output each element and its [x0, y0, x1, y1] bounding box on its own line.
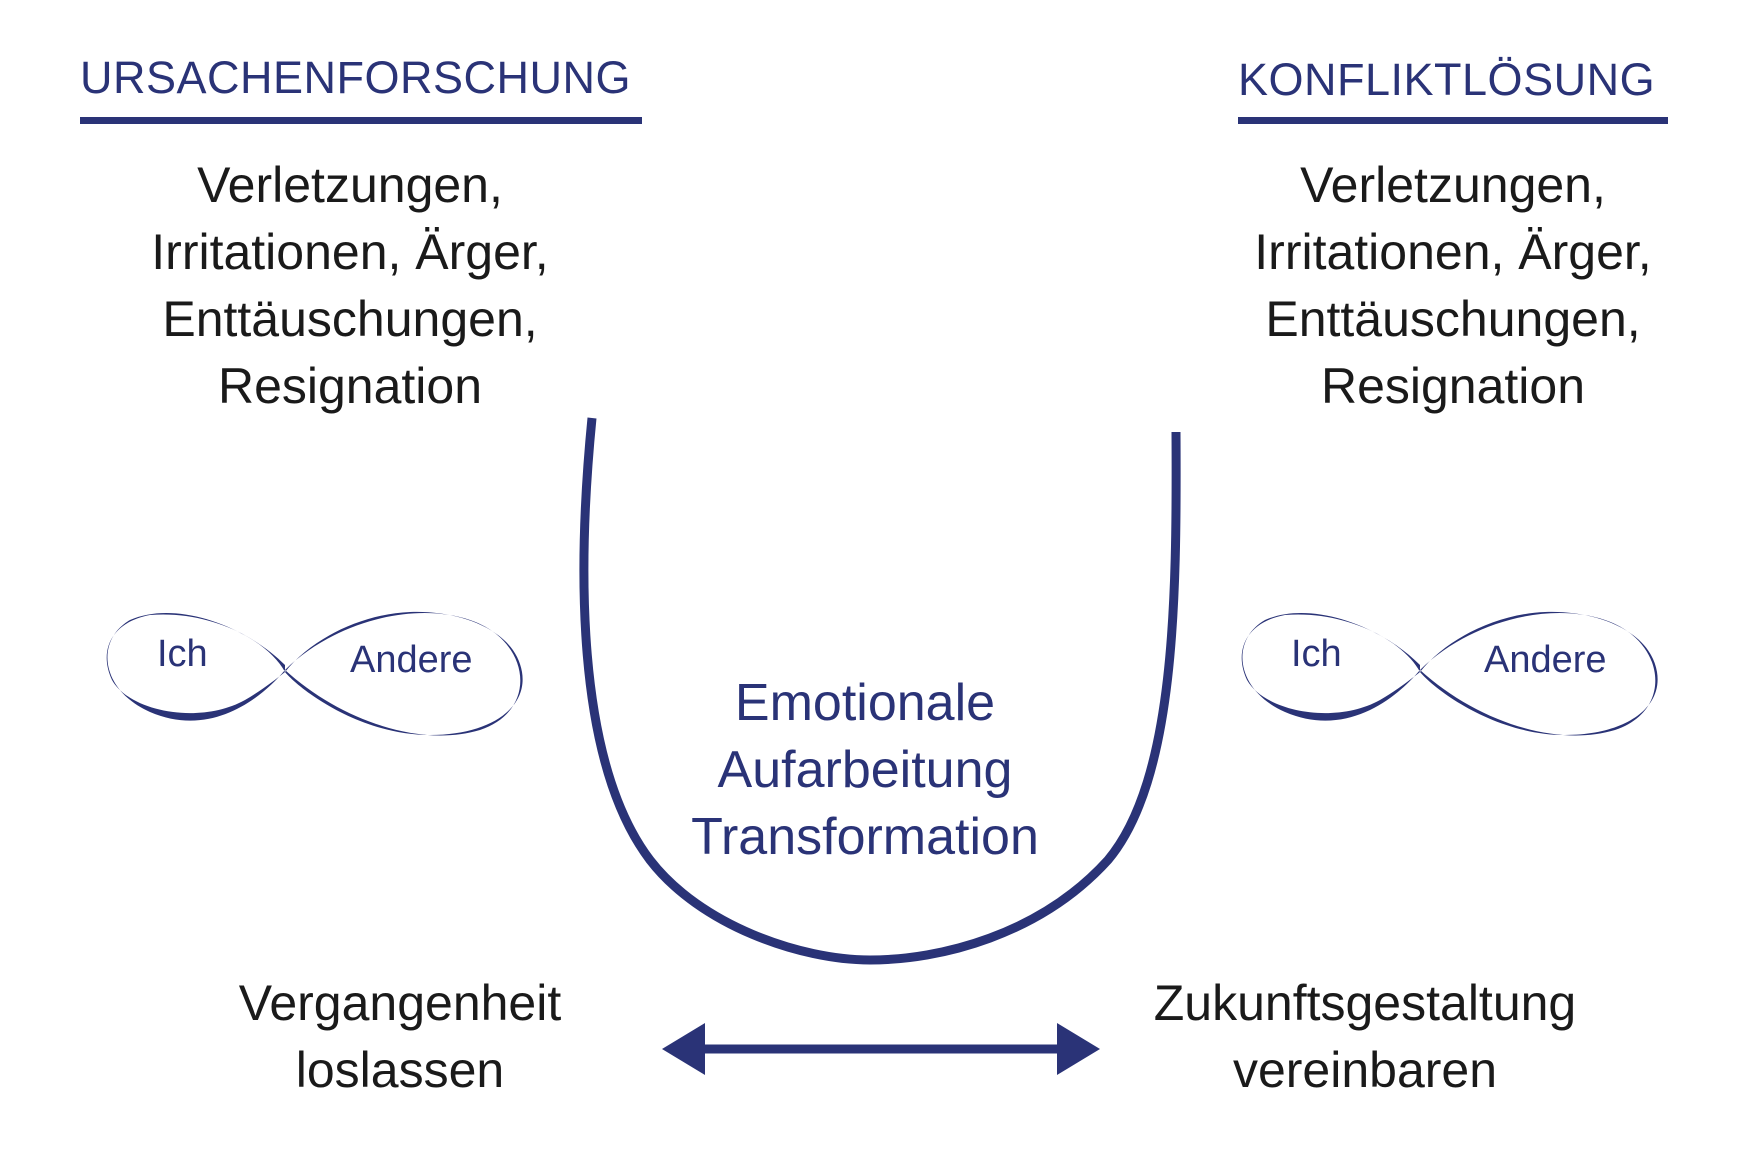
left-line-1: Verletzungen,	[197, 157, 503, 213]
left-infinity-ich-label: Ich	[157, 633, 208, 675]
left-infinity-andere-label: Andere	[350, 639, 473, 681]
right-infinity-ich-label: Ich	[1291, 633, 1342, 675]
bottom-left-line-2: loslassen	[295, 1042, 505, 1098]
bottom-right-line-1: Zukunftsgestaltung	[1153, 975, 1577, 1031]
right-infinity-andere-label: Andere	[1484, 639, 1607, 681]
left-line-4: Resignation	[217, 358, 483, 414]
bottom-left-text: Vergangenheit loslassen	[190, 970, 610, 1104]
left-heading: URSACHENFORSCHUNG	[80, 52, 632, 103]
right-line-3: Enttäuschungen,	[1265, 291, 1641, 347]
bottom-left-line-1: Vergangenheit	[238, 975, 562, 1031]
double-arrow	[662, 1023, 1100, 1075]
u-curve	[579, 417, 1181, 965]
left-line-3: Enttäuschungen,	[162, 291, 538, 347]
arrow-head-right	[1057, 1023, 1100, 1075]
center-transformation-text: Emotionale Aufarbeitung Transformation	[630, 670, 1100, 871]
right-line-2: Irritationen, Ärger,	[1254, 224, 1652, 280]
left-heading-rule	[80, 117, 642, 124]
right-line-4: Resignation	[1320, 358, 1586, 414]
right-feelings-list: Verletzungen, Irritationen, Ärger, Enttä…	[1213, 152, 1693, 420]
left-line-2: Irritationen, Ärger,	[151, 224, 549, 280]
arrow-head-left	[662, 1023, 705, 1075]
right-heading-rule	[1238, 117, 1668, 124]
left-feelings-list: Verletzungen, Irritationen, Ärger, Enttä…	[110, 152, 590, 420]
center-line-1: Emotionale	[734, 674, 996, 732]
center-line-3: Transformation	[691, 808, 1039, 866]
bottom-right-line-2: vereinbaren	[1232, 1042, 1498, 1098]
right-line-1: Verletzungen,	[1300, 157, 1606, 213]
center-line-2: Aufarbeitung	[717, 741, 1013, 799]
bottom-right-text: Zukunftsgestaltung vereinbaren	[1115, 970, 1615, 1104]
right-heading: KONFLIKTLÖSUNG	[1238, 54, 1656, 105]
